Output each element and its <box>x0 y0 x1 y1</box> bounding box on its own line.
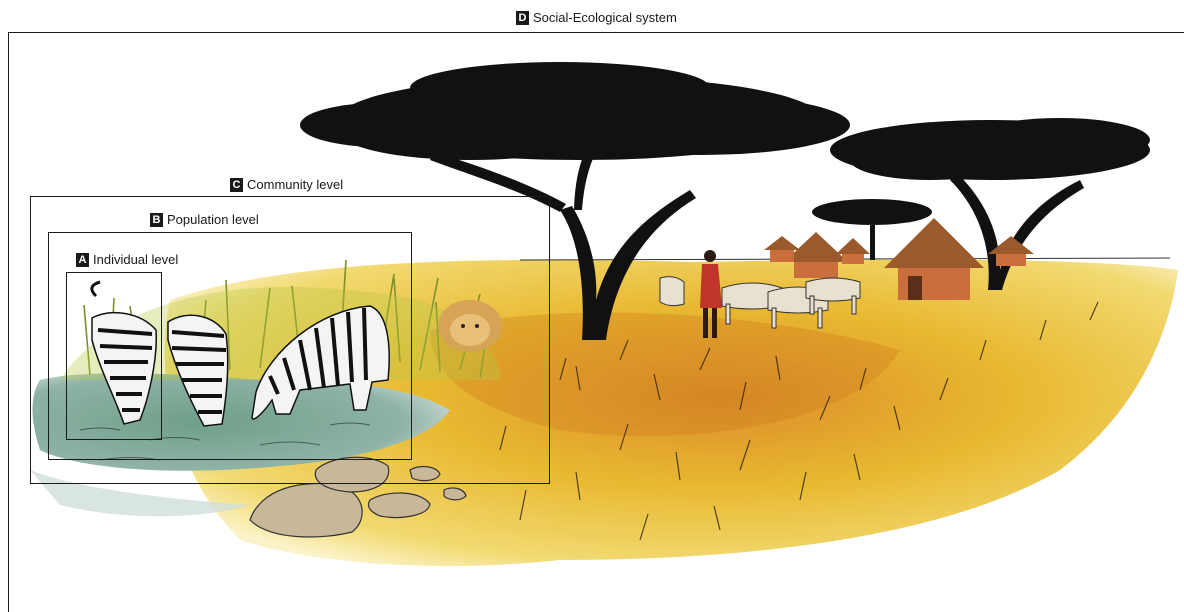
level-letter-badge: C <box>230 178 243 192</box>
community-level-label: C Community level <box>226 177 347 192</box>
level-letter-badge: D <box>516 11 529 25</box>
level-label-text: Social-Ecological system <box>533 10 677 25</box>
individual-level-label: A Individual level <box>72 252 182 267</box>
social-ecological-system-label: D Social-Ecological system <box>512 10 681 25</box>
level-label-text: Population level <box>167 212 259 227</box>
level-letter-badge: B <box>150 213 163 227</box>
level-label-text: Individual level <box>93 252 178 267</box>
level-letter-badge: A <box>76 253 89 267</box>
individual-level-frame <box>66 272 162 440</box>
level-label-text: Community level <box>247 177 343 192</box>
population-level-label: B Population level <box>146 212 263 227</box>
